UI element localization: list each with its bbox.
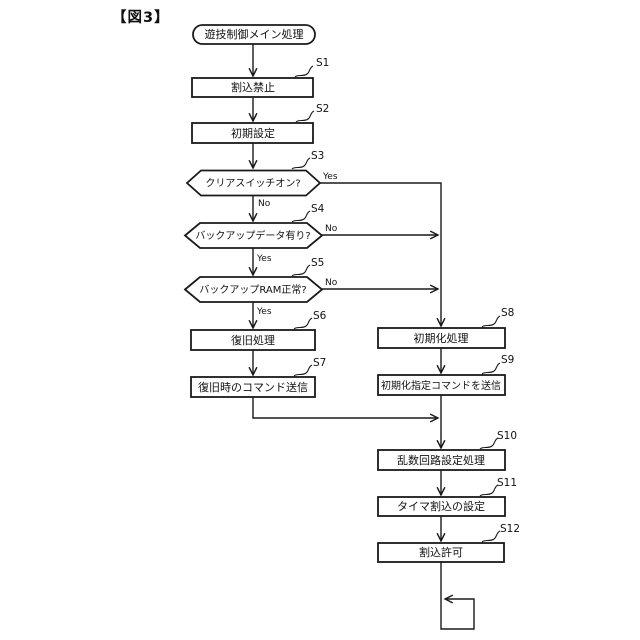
step-ref-s3: S3 — [291, 150, 324, 170]
step-ref-label: S5 — [311, 257, 324, 269]
process-label: 復旧処理 — [231, 334, 275, 347]
figure-number-label: 【図3】 — [112, 10, 170, 26]
process-label: 割込許可 — [419, 545, 463, 559]
decision-label: バックアップデータ有り? — [195, 229, 310, 242]
node-s4: バックアップデータ有り? — [183, 222, 324, 249]
node-start: 遊技制御メイン処理 — [192, 24, 316, 45]
branch-label-yes: Yes — [322, 172, 338, 182]
step-ref-s6: S6 — [293, 310, 327, 330]
process-box — [377, 449, 506, 471]
branch-labels: No Yes Yes Yes No No — [256, 172, 338, 317]
ref-leader-line — [291, 157, 311, 170]
process-label: 初期化処理 — [414, 331, 469, 345]
step-ref-label: S3 — [311, 150, 324, 162]
branch-label-yes: Yes — [256, 254, 272, 264]
step-ref-s9: S9 — [481, 354, 514, 375]
step-ref-s12: S12 — [481, 523, 520, 543]
process-box — [190, 329, 316, 351]
node-s5: バックアップRAM正常? — [183, 276, 324, 303]
step-ref-label: S12 — [500, 523, 520, 535]
step-ref-label: S8 — [501, 307, 514, 319]
step-ref-label: S9 — [501, 354, 514, 366]
branch-label-no: No — [325, 278, 338, 288]
decision-label: クリアスイッチオン? — [205, 178, 300, 190]
step-ref-label: S10 — [497, 430, 517, 442]
step-ref-s7: S7 — [293, 357, 326, 377]
node-s3: クリアスイッチオン? — [185, 169, 322, 197]
step-ref-s1: S1 — [294, 57, 329, 78]
step-ref-s5: S5 — [291, 257, 324, 277]
ref-leader-line — [295, 110, 315, 123]
process-box — [191, 122, 314, 144]
step-ref-label: S1 — [316, 57, 329, 69]
step-ref-s4: S4 — [291, 203, 325, 223]
decision-hexagon — [183, 276, 324, 303]
decision-label: バックアップRAM正常? — [199, 283, 306, 296]
ref-leader-line — [479, 484, 499, 497]
process-label: 乱数回路設定処理 — [397, 453, 485, 467]
flow-edges — [252, 43, 475, 630]
step-ref-s11: S11 — [479, 477, 517, 497]
node-s2: 初期設定 — [191, 122, 314, 144]
process-label: 復旧時のコマンド送信 — [198, 380, 308, 394]
ref-leader-line — [481, 315, 501, 328]
ref-leader-line — [293, 364, 313, 377]
process-box — [377, 374, 506, 396]
process-box — [190, 376, 316, 398]
ref-leader-line — [481, 530, 501, 543]
decision-hexagon — [183, 222, 324, 249]
ref-leader-line — [291, 210, 311, 223]
node-s6: 復旧処理 — [190, 329, 316, 351]
edge-s7-join — [252, 397, 438, 418]
step-ref-label: S4 — [311, 203, 325, 215]
process-box — [191, 77, 314, 98]
edge-s12-loop — [440, 562, 475, 630]
node-s10: 乱数回路設定処理 — [377, 449, 506, 471]
start-terminal-label: 遊技制御メイン処理 — [205, 27, 304, 41]
process-box — [377, 496, 506, 517]
branch-label-no: No — [258, 199, 271, 209]
process-box — [377, 542, 505, 563]
process-label: 初期設定 — [231, 126, 275, 140]
step-ref-label: S7 — [313, 357, 326, 369]
node-s1: 割込禁止 — [191, 77, 314, 98]
start-terminal-shape — [192, 24, 316, 45]
ref-leader-line — [481, 362, 501, 375]
branch-label-yes: Yes — [256, 307, 272, 317]
process-label: 割込禁止 — [231, 80, 275, 94]
step-ref-s10: S10 — [479, 430, 517, 450]
step-ref-label: S11 — [497, 477, 517, 489]
ref-leader-line — [293, 317, 313, 330]
ref-leader-line — [294, 65, 314, 78]
ref-leader-line — [479, 437, 499, 450]
step-ref-label: S6 — [313, 310, 327, 322]
branch-label-no: No — [325, 224, 338, 234]
node-s11: タイマ割込の設定 — [377, 496, 506, 517]
node-s9: 初期化指定コマンドを送信 — [377, 374, 506, 396]
node-s8: 初期化処理 — [377, 327, 506, 349]
step-ref-s8: S8 — [481, 307, 514, 328]
step-ref-s2: S2 — [295, 103, 329, 123]
node-s12: 割込許可 — [377, 542, 505, 563]
ref-leader-line — [291, 264, 311, 277]
process-box — [377, 327, 506, 349]
node-s7: 復旧時のコマンド送信 — [190, 376, 316, 398]
edge-s3-s8-yes — [320, 182, 441, 326]
process-label: 初期化指定コマンドを送信 — [381, 379, 501, 392]
process-label: タイマ割込の設定 — [397, 499, 485, 513]
decision-hexagon — [185, 169, 322, 197]
step-ref-label: S2 — [316, 103, 329, 115]
